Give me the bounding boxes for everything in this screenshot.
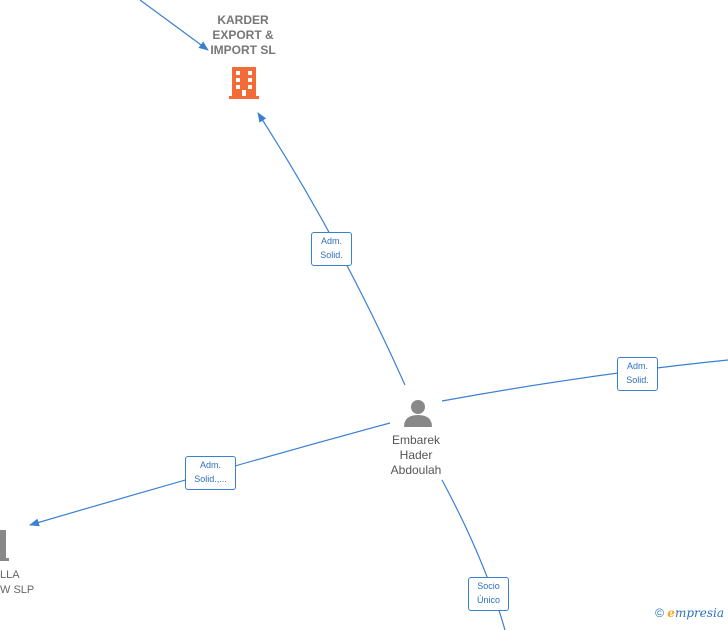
person-icon[interactable] — [404, 400, 432, 427]
person-label[interactable]: Embarek Hader Abdoulah — [390, 433, 442, 477]
edge-label-to-karder[interactable]: Adm. Solid. — [311, 232, 352, 266]
edge-label-to-left[interactable]: Adm. Solid.,... — [185, 456, 236, 490]
company-label-left[interactable]: LLA W SLP — [0, 569, 35, 596]
brand-logo: empresia — [667, 606, 724, 620]
edge-line-to-right — [441, 359, 728, 402]
copyright-icon: © — [655, 606, 664, 620]
building-icon[interactable] — [229, 67, 259, 99]
edge-label-to-bottom[interactable]: Socio Único — [468, 577, 509, 611]
edge-line-to-bottom — [441, 479, 506, 630]
copyright-brand: © empresia — [655, 606, 724, 620]
building-icon[interactable] — [0, 530, 9, 561]
edge-line-offscreen-to-karder — [139, 0, 209, 51]
edge-label-to-right[interactable]: Adm. Solid. — [617, 357, 658, 391]
company-label-karder[interactable]: KARDER EXPORT & IMPORT SL — [210, 13, 276, 57]
